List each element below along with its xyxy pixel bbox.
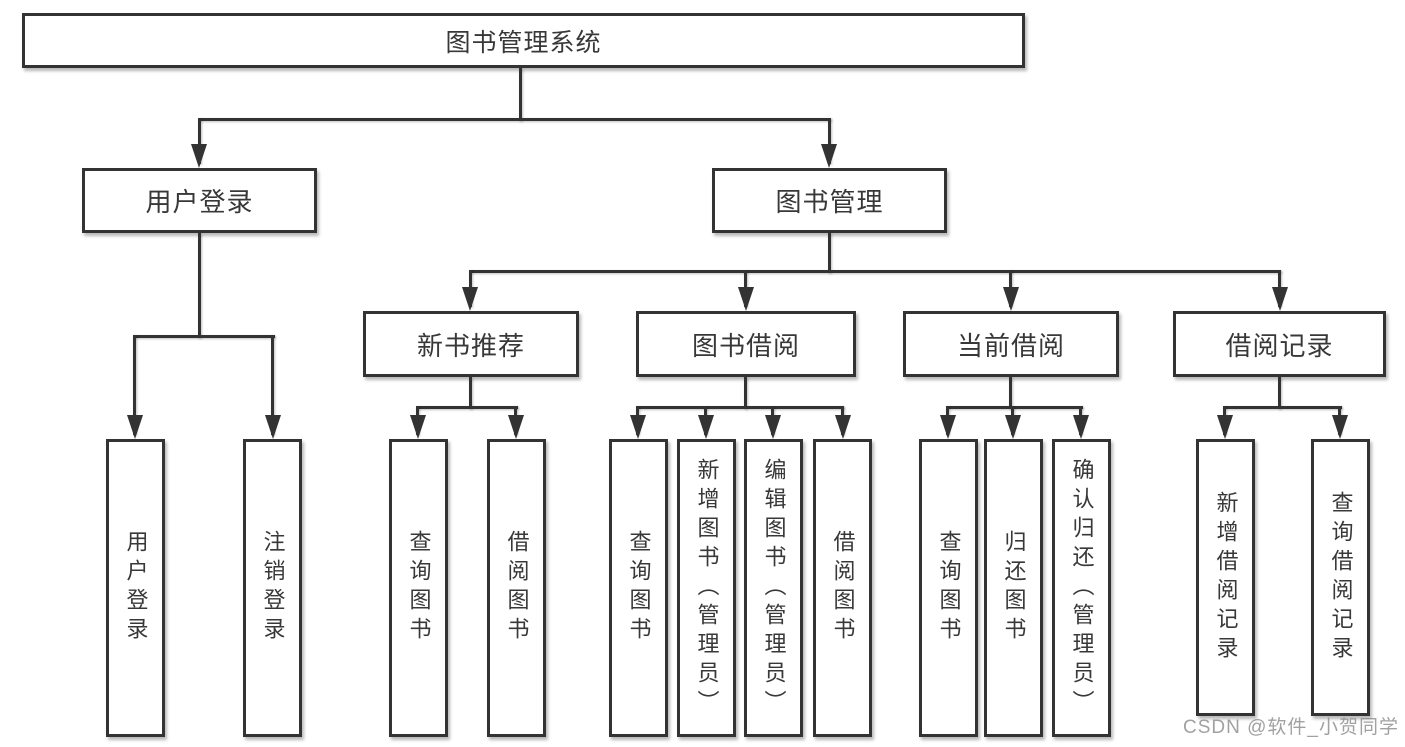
node-current-borrowing: 当前借阅 bbox=[903, 311, 1119, 377]
arrow-down-icon bbox=[1003, 287, 1019, 311]
connector-userlogin-horizontal bbox=[133, 335, 275, 338]
node-label: 当前借阅 bbox=[956, 330, 1065, 361]
node-label: 确认归还（管理员） bbox=[1069, 457, 1095, 719]
arrow-down-icon bbox=[1005, 415, 1021, 439]
node-book-borrowing: 图书借阅 bbox=[636, 311, 856, 377]
node-book-management: 图书管理 bbox=[712, 168, 947, 233]
node-label: 用户登录 bbox=[145, 187, 254, 217]
node-return-books: 归还图书 bbox=[984, 439, 1043, 737]
connector-arrow-stem bbox=[828, 118, 831, 164]
arrow-down-icon bbox=[191, 144, 207, 168]
connector-horizontal bbox=[946, 406, 1083, 409]
node-label: 注销登录 bbox=[260, 530, 286, 646]
arrow-down-icon bbox=[835, 415, 851, 439]
node-label: 图书管理 bbox=[775, 187, 884, 217]
node-query-books-recommend: 查询图书 bbox=[389, 439, 448, 737]
arrow-down-icon bbox=[1217, 415, 1233, 439]
arrow-down-icon bbox=[698, 415, 714, 439]
node-label: 新书推荐 bbox=[416, 330, 525, 361]
connector-horizontal bbox=[636, 406, 844, 409]
arrow-down-icon bbox=[940, 415, 956, 439]
arrow-down-icon bbox=[1073, 415, 1089, 439]
node-label: 查询图书 bbox=[626, 530, 652, 646]
node-label: 借阅图书 bbox=[504, 530, 530, 646]
connector-stem bbox=[1278, 377, 1281, 409]
arrow-down-icon bbox=[765, 415, 781, 439]
node-user-login-action: 用户登录 bbox=[106, 439, 165, 737]
arrow-down-icon bbox=[410, 415, 426, 439]
arrow-down-icon bbox=[630, 415, 646, 439]
connector-horizontal bbox=[1223, 406, 1342, 409]
connector-stem bbox=[469, 377, 472, 409]
node-add-books-admin: 新增图书（管理员） bbox=[677, 439, 736, 737]
node-query-books-current: 查询图书 bbox=[919, 439, 978, 737]
connector-userlogin-stem bbox=[198, 233, 201, 338]
node-label: 借阅记录 bbox=[1225, 330, 1334, 361]
arrow-down-icon bbox=[127, 415, 143, 439]
node-label: 新增图书（管理员） bbox=[694, 457, 720, 719]
node-label: 查询图书 bbox=[406, 530, 432, 646]
node-user-login: 用户登录 bbox=[82, 168, 317, 233]
node-label: 查询图书 bbox=[936, 530, 962, 646]
node-library-management-system: 图书管理系统 bbox=[22, 13, 1025, 68]
node-label: 编辑图书（管理员） bbox=[761, 457, 787, 719]
arrow-down-icon bbox=[508, 415, 524, 439]
node-borrow-books-recommend: 借阅图书 bbox=[487, 439, 546, 737]
node-label: 用户登录 bbox=[123, 530, 149, 646]
csdn-watermark: CSDN @软件_小贺同学 bbox=[1183, 717, 1399, 738]
node-label: 图书管理系统 bbox=[445, 28, 602, 57]
connector-stem bbox=[1009, 377, 1012, 409]
node-label: 借阅图书 bbox=[830, 530, 856, 646]
node-borrow-books: 借阅图书 bbox=[813, 439, 872, 737]
connector-l1-l2-horizontal bbox=[198, 118, 831, 121]
arrow-down-icon bbox=[1332, 415, 1348, 439]
connector-l2-l3-horizontal bbox=[469, 270, 1281, 273]
connector-stem bbox=[744, 377, 747, 409]
connector-bookmgmt-stem bbox=[828, 233, 831, 273]
connector-root-stem bbox=[519, 68, 522, 121]
arrow-down-icon bbox=[821, 144, 837, 168]
connector-horizontal bbox=[416, 406, 518, 409]
connector-arrow-stem bbox=[133, 335, 136, 435]
node-label: 查询借阅记录 bbox=[1328, 490, 1354, 665]
arrow-down-icon bbox=[738, 287, 754, 311]
connector-arrow-stem bbox=[198, 118, 201, 164]
node-new-book-recommendation: 新书推荐 bbox=[363, 311, 579, 377]
node-confirm-return-admin: 确认归还（管理员） bbox=[1052, 439, 1111, 737]
connector-arrow-stem bbox=[271, 335, 274, 435]
node-query-borrow-record: 查询借阅记录 bbox=[1311, 439, 1370, 716]
node-label: 归还图书 bbox=[1001, 530, 1027, 646]
arrow-down-icon bbox=[462, 287, 478, 311]
node-query-books-borrow: 查询图书 bbox=[609, 439, 668, 737]
node-label: 新增借阅记录 bbox=[1213, 490, 1239, 665]
node-logout: 注销登录 bbox=[243, 439, 302, 737]
node-add-borrow-record: 新增借阅记录 bbox=[1196, 439, 1255, 716]
node-borrowing-records: 借阅记录 bbox=[1173, 311, 1386, 377]
arrow-down-icon bbox=[1272, 287, 1288, 311]
node-label: 图书借阅 bbox=[691, 330, 800, 361]
arrow-down-icon bbox=[265, 415, 281, 439]
node-edit-books-admin: 编辑图书（管理员） bbox=[744, 439, 803, 737]
